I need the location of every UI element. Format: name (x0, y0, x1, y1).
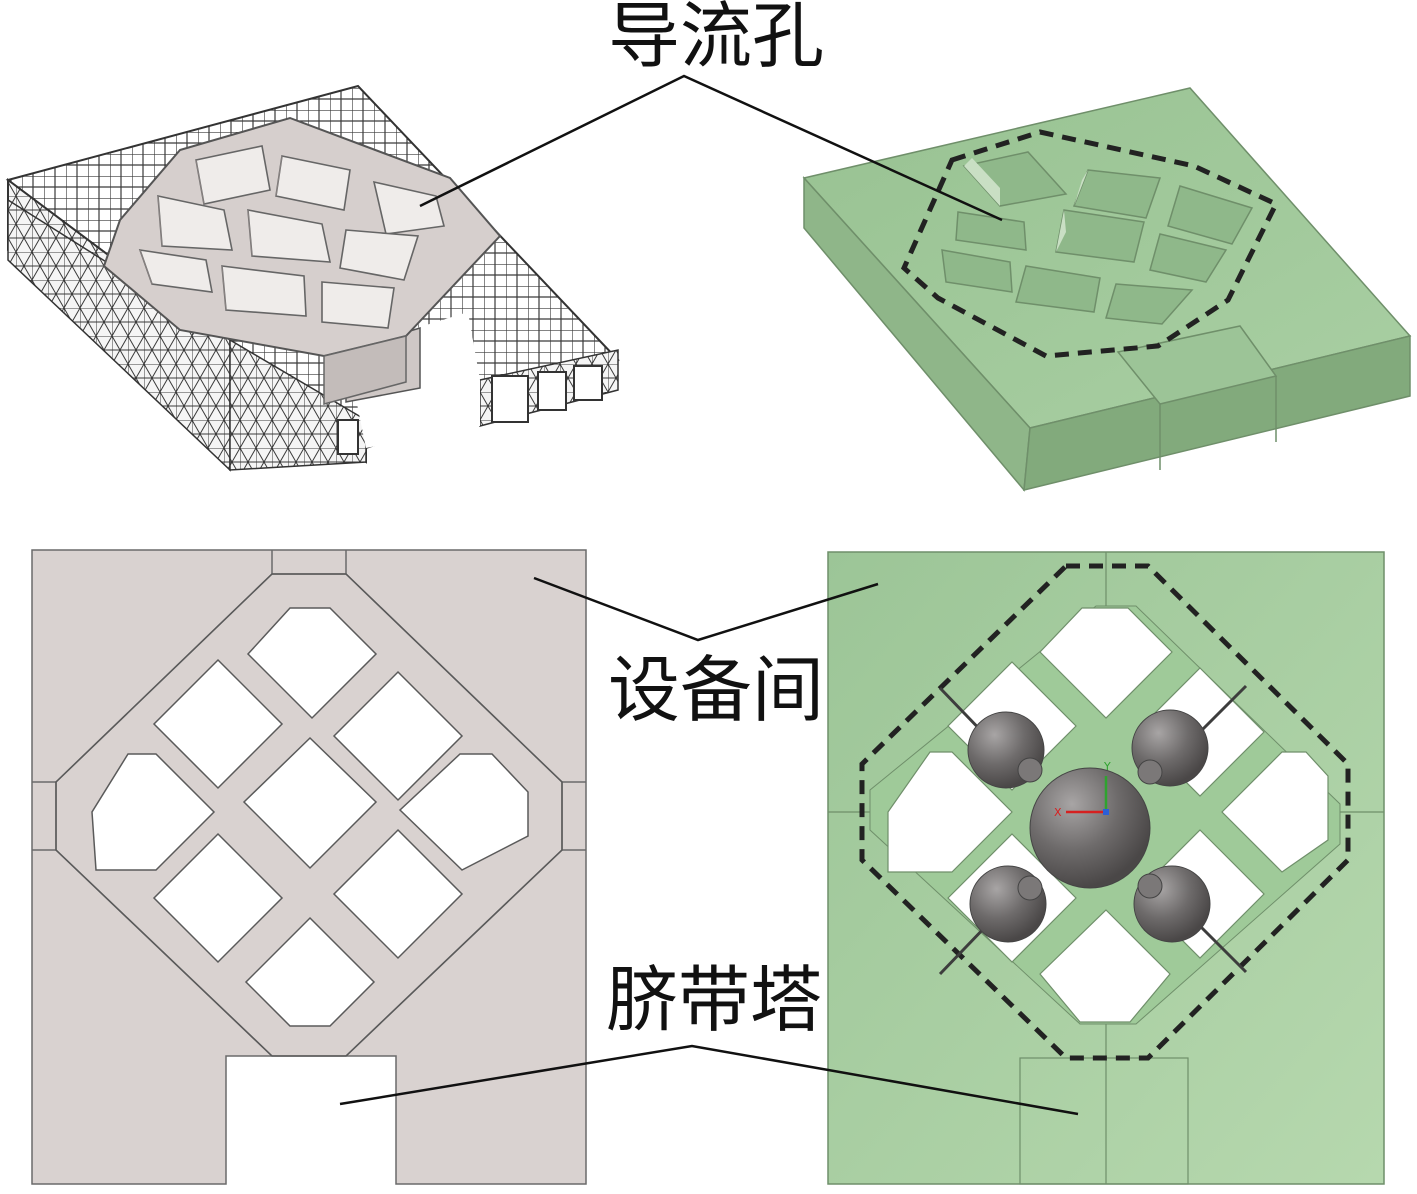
dashed-boundary-iso (900, 129, 1280, 359)
leader-equipment-room (533, 576, 879, 642)
leader-umbilical-tower (339, 1044, 1079, 1116)
umbilical-tower-label: 脐带塔 (606, 958, 823, 1042)
gray-plan-view (31, 549, 587, 1185)
leader-lines (339, 74, 1079, 1116)
dashed-boundary-plan (859, 563, 1351, 1061)
central-cone (1029, 767, 1151, 889)
plan-hole-cells-gray (91, 607, 529, 1027)
solid-isometric-model (802, 87, 1412, 492)
guide-hole-cells-iso (138, 145, 446, 329)
green-plan-view: Y X (827, 551, 1385, 1185)
svg-text:X: X (1054, 806, 1062, 819)
wireframe-isometric-model (5, 84, 620, 472)
solid-side-right (1023, 335, 1411, 491)
svg-text:Y: Y (1103, 760, 1111, 773)
axis-triad-icon: Y X (1054, 760, 1111, 819)
guide-hole-label: 导流孔 (608, 0, 825, 78)
leader-guide-hole (419, 74, 1003, 222)
small-cone-group (967, 709, 1211, 943)
equipment-room-label: 设备间 (608, 648, 825, 732)
